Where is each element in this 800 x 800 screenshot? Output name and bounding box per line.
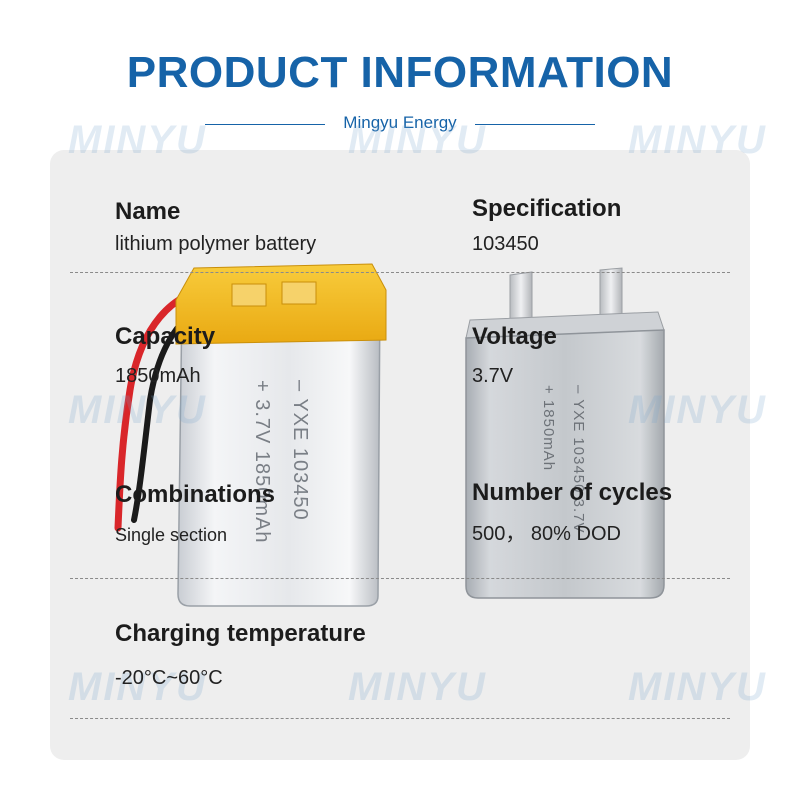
left-cell-body [177,287,381,607]
watermark-logo: MINYU [68,118,207,162]
tab-cover-right [281,281,317,305]
combinations-label: Combinations [115,481,275,508]
subtitle-left-line [205,124,325,125]
watermark-logo: MINYU [628,665,767,709]
row-divider [70,272,730,273]
page-title: PRODUCT INFORMATION [126,48,674,97]
watermark-logo: MINYU [628,118,767,162]
row-divider [70,718,730,719]
cycles-value: 500， 80% DOD [472,523,621,545]
watermark-logo: MINYU [628,388,767,432]
name-label: Name [115,198,181,225]
right-cell-body [465,329,665,599]
brand-subtitle: Mingyu Energy [343,113,457,132]
watermark-logo: MINYU [348,665,487,709]
watermark-logo: MINYU [68,388,207,432]
combinations-value: Single section [115,525,228,545]
row-divider [70,578,730,579]
svg-text:– YXE 103450 3.7V: – YXE 103450 3.7V [570,385,587,534]
left-cell-print: – YXE 103450 + 3.7V 1850mAh [251,380,311,544]
charging-temperature-label: Charging temperature [115,620,366,647]
subtitle-row: Mingyu Energy [0,110,800,138]
cycles-label: Number of cycles [472,479,673,506]
svg-text:– YXE 103450: – YXE 103450 [289,380,311,521]
svg-text:+ 1850mAh: + 1850mAh [540,385,557,471]
subtitle-right-line [475,124,595,125]
voltage-label: Voltage [472,323,557,350]
yellow-tape [175,263,387,345]
charging-temperature-value: -20°C~60°C [115,667,223,689]
voltage-value: 3.7V [472,365,514,387]
capacity-label: Capacity [115,323,216,350]
watermark-logo: MINYU [348,118,487,162]
specification-label: Specification [472,195,622,222]
specification-value: 103450 [472,233,539,255]
svg-text:+ 3.7V 1850mAh: + 3.7V 1850mAh [251,380,273,544]
capacity-value: 1850mAh [115,365,201,387]
right-cell-print: – YXE 103450 3.7V + 1850mAh [540,385,587,534]
tab-cover-left [231,283,267,307]
watermark-logo: MINYU [68,665,207,709]
name-value: lithium polymer battery [115,233,317,255]
